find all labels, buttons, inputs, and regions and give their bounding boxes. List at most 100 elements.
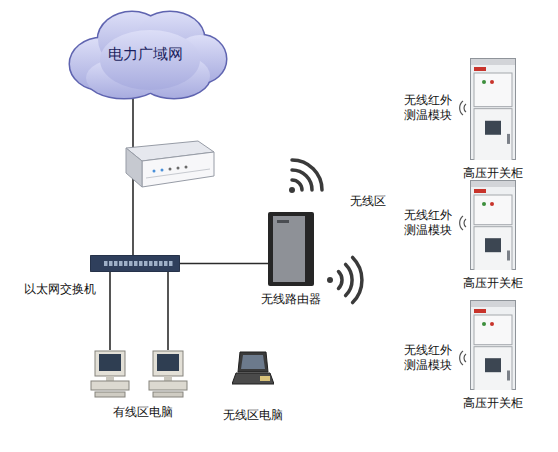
wave-arc: [464, 354, 466, 362]
cabinet-door: [474, 347, 512, 390]
cabinet-window: [485, 238, 501, 252]
laptop-base: [232, 373, 274, 384]
pc-stand: [106, 376, 114, 381]
switch-port: [119, 261, 123, 266]
node-shape: [470, 58, 516, 160]
pc-monitor: [153, 351, 183, 376]
cabinet-lamp: [482, 202, 486, 206]
module-wave: [460, 101, 466, 115]
cabinet-door: [474, 73, 512, 107]
node-label: 无线区电脑: [223, 408, 283, 422]
callout-label: 无线红外测温模块: [404, 208, 454, 238]
cabinet-handle: [507, 371, 510, 381]
cabinet-handle: [507, 134, 510, 144]
switch-port: [149, 261, 153, 266]
router-body: [268, 212, 314, 286]
wifi-arc: [353, 257, 362, 302]
modem-light: [161, 169, 164, 172]
module-wave: [460, 216, 466, 230]
laptop-card: [260, 376, 270, 381]
switch-port: [154, 261, 158, 266]
cabinet-node: 高压开关柜: [470, 300, 516, 390]
cabinet-lamp: [490, 322, 494, 326]
cabinet-accent: [474, 67, 486, 71]
switch-port: [169, 261, 173, 266]
switch-port: [164, 261, 168, 266]
wave-arc: [460, 216, 463, 230]
switch-port: [104, 261, 108, 266]
laptop-screen: [241, 355, 265, 369]
cabinet-node: 高压开关柜: [470, 180, 516, 270]
router-node: 无线路由器: [268, 212, 314, 286]
cloud-fill: [100, 30, 200, 90]
callout-label: 无线红外测温模块: [404, 93, 454, 123]
module-wave: [460, 351, 466, 365]
laptop-lid: [238, 352, 268, 372]
cabinet-window: [485, 358, 501, 372]
cabinet-door: [474, 195, 512, 225]
node-label: 高压开关柜: [463, 276, 523, 290]
wifi-arc: [292, 180, 302, 190]
cabinet-top: [471, 59, 515, 65]
switch-port: [109, 261, 113, 266]
wifi-arc: [292, 160, 322, 190]
modem-light: [153, 170, 156, 173]
cabinet-accent: [474, 189, 486, 193]
node-shape: [470, 300, 516, 390]
cabinet-lamp: [490, 80, 494, 84]
switch-port: [124, 261, 128, 266]
switch-port: [159, 261, 163, 266]
pc-icon: [149, 351, 187, 397]
pc-icon: [91, 351, 129, 397]
network-cable: [180, 263, 268, 265]
node-label: 高压开关柜: [463, 166, 523, 180]
wifi-arc: [339, 272, 343, 289]
wifi-arc: [292, 170, 312, 190]
callout-label: 无线红外测温模块: [404, 343, 454, 373]
node-shape: [90, 255, 180, 272]
router-logo: [277, 220, 289, 223]
modem-light: [177, 167, 180, 170]
cabinet-lamp: [482, 80, 486, 84]
wifi-symbol: [289, 160, 322, 193]
pc-stand: [164, 376, 172, 381]
switch-node: 以太网交换机: [90, 255, 180, 272]
cabinet-lamp: [490, 202, 494, 206]
cabinet-door: [474, 315, 512, 345]
node-label: 无线路由器: [261, 292, 321, 306]
node-shape: [232, 350, 274, 386]
wave-arc: [464, 219, 466, 227]
switch-port: [129, 261, 133, 266]
pc-monitor: [95, 351, 125, 376]
switch-body: [90, 255, 180, 272]
node-label: 电力广域网: [108, 45, 183, 63]
pc-keyboard: [153, 392, 183, 397]
modem-side: [126, 148, 142, 187]
pc-keyboard: [95, 392, 125, 397]
wifi-dot: [327, 277, 333, 283]
cabinet-door: [474, 109, 512, 160]
modem-front: [142, 152, 214, 187]
cabinet-accent: [474, 309, 486, 313]
cloud-node: 电力广域网: [62, 4, 228, 104]
wave-arc: [464, 104, 466, 112]
laptop-node: 无线区电脑: [232, 350, 274, 386]
pc-screen: [99, 354, 121, 371]
modem-line: [146, 169, 210, 178]
node-label: 有线区电脑: [113, 405, 173, 419]
network-cable: [109, 272, 111, 350]
pc-screen: [157, 354, 179, 371]
cabinet-handle: [507, 251, 510, 261]
wifi-arc: [346, 264, 352, 295]
node-shape: [268, 212, 314, 286]
wifi-dot: [289, 187, 295, 193]
cabinet-lamp: [482, 322, 486, 326]
node-label: 以太网交换机: [24, 282, 96, 296]
cabinet-node: 高压开关柜: [470, 58, 516, 160]
node-shape: [90, 350, 196, 398]
pc-base: [91, 381, 129, 390]
switch-port: [139, 261, 143, 266]
switch-port: [144, 261, 148, 266]
cloud-outline: [100, 30, 200, 90]
